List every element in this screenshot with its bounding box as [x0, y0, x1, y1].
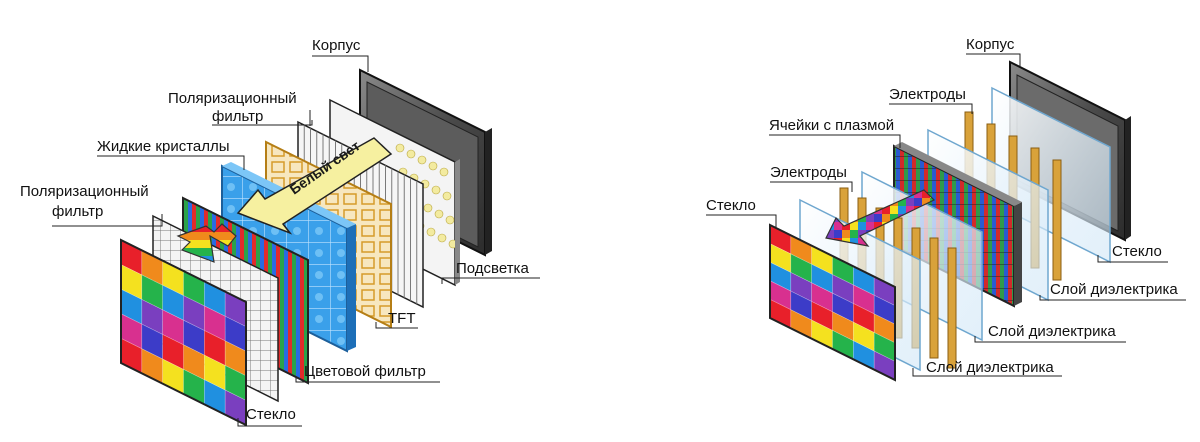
electrode-bar: [929, 237, 939, 359]
plasma-glass-front-layer: [769, 223, 896, 382]
backlight-lamp: [445, 215, 455, 225]
label-lcd-tft: TFT: [388, 310, 416, 327]
label-lcd-polarizer-back-line1: Поляризационный: [168, 90, 297, 107]
rainbow-arrow-cell: [922, 198, 930, 206]
backlight-lamp: [431, 185, 441, 195]
label-plasma-dielectric-2: Слой диэлектрика: [988, 323, 1116, 340]
lcd-glass-layer: [120, 238, 247, 427]
plasma-labels: Корпус Электроды Ячейки с плазмой Электр…: [706, 36, 1186, 377]
rainbow-arrow-cell: [834, 230, 842, 238]
backlight-lamp: [406, 149, 416, 159]
rainbow-arrow-cell: [866, 214, 874, 222]
rainbow-arrow-cell: [850, 198, 858, 206]
rainbow-arrow-cell: [874, 214, 882, 222]
label-lcd-color-filter: Цветовой фильтр: [304, 363, 426, 380]
backlight-lamp: [423, 203, 433, 213]
lcd-labels: Корпус Поляризационный фильтр Жидкие кри…: [20, 37, 540, 427]
electrode-bar: [947, 247, 957, 369]
lcd-diagram: Белый свет: [120, 68, 492, 427]
backlight-lamp: [395, 143, 405, 153]
plasma-diagram: [769, 60, 1131, 382]
backlight-lamp: [434, 209, 444, 219]
rainbow-arrow-cell: [866, 222, 874, 230]
label-lcd-polarizer-front-line1: Поляризационный: [20, 183, 149, 200]
rainbow-arrow-cell: [826, 230, 834, 238]
rainbow-arrow-cell: [218, 224, 226, 232]
rainbow-arrow-cell: [826, 190, 834, 198]
rainbow-arrow-cell: [850, 230, 858, 238]
rainbow-arrow-cell: [882, 206, 890, 214]
label-plasma-dielectric-3: Слой диэлектрика: [926, 359, 1054, 376]
rainbow-arrow-cell: [186, 248, 194, 256]
label-lcd-liquid-crystals: Жидкие кристаллы: [97, 138, 230, 155]
label-lcd-polarizer-back: Поляризационный фильтр: [168, 90, 301, 125]
rainbow-arrow-cell: [858, 222, 866, 230]
backlight-lamp: [437, 233, 447, 243]
rainbow-arrow-cell: [922, 190, 930, 198]
rainbow-arrow-cell: [210, 232, 218, 240]
rainbow-arrow-cell: [194, 232, 202, 240]
rainbow-arrow-cell: [850, 238, 858, 246]
rainbow-arrow-cell: [202, 248, 210, 256]
rainbow-arrow-cell: [226, 232, 234, 240]
rainbow-arrow-cell: [218, 232, 226, 240]
backlight-lamp: [439, 167, 449, 177]
rainbow-arrow-cell: [186, 240, 194, 248]
rainbow-arrow-cell: [906, 206, 914, 214]
label-plasma-glass-left: Стекло: [706, 197, 756, 214]
rainbow-arrow-cell: [898, 206, 906, 214]
rainbow-arrow-cell: [202, 232, 210, 240]
label-lcd-polarizer-front-line2: фильтр: [52, 203, 103, 220]
rainbow-arrow-cell: [898, 198, 906, 206]
rainbow-arrow-cell: [890, 214, 898, 222]
backlight-lamp: [442, 191, 452, 201]
rainbow-arrow-cell: [194, 248, 202, 256]
rainbow-arrow-cell: [850, 222, 858, 230]
label-lcd-polarizer-front: Поляризационный фильтр: [20, 183, 153, 220]
rainbow-arrow-cell: [850, 206, 858, 214]
rainbow-arrow-cell: [906, 198, 914, 206]
rainbow-arrow-cell: [834, 222, 842, 230]
rainbow-arrow-cell: [914, 190, 922, 198]
label-lcd-backlight: Подсветка: [456, 260, 529, 277]
rainbow-arrow-cell: [850, 190, 858, 198]
rainbow-arrow-cell: [178, 232, 186, 240]
rainbow-arrow-cell: [874, 222, 882, 230]
rainbow-arrow-cell: [202, 240, 210, 248]
backlight-lamp: [417, 155, 427, 165]
rainbow-arrow-cell: [842, 230, 850, 238]
label-plasma-housing: Корпус: [966, 36, 1015, 53]
label-lcd-glass: Стекло: [246, 406, 296, 423]
label-plasma-electrodes-left: Электроды: [770, 164, 847, 181]
backlight-lamp: [428, 161, 438, 171]
rainbow-arrow-cell: [842, 222, 850, 230]
rainbow-arrow-cell: [858, 230, 866, 238]
label-plasma-dielectric-1: Слой диэлектрика: [1050, 281, 1178, 298]
backlight-lamp: [426, 227, 436, 237]
rainbow-arrow-cell: [858, 238, 866, 246]
label-lcd-polarizer-back-line2: фильтр: [212, 108, 263, 125]
rainbow-arrow-cell: [826, 198, 834, 206]
rainbow-arrow-cell: [202, 224, 210, 232]
label-lcd-housing: Корпус: [312, 37, 361, 54]
rainbow-arrow-cell: [882, 214, 890, 222]
rainbow-arrow-cell: [234, 232, 236, 240]
electrode-bar: [1052, 159, 1062, 281]
label-plasma-electrodes-top: Электроды: [889, 86, 966, 103]
rainbow-arrow-cell: [194, 240, 202, 248]
label-plasma-glass-right: Стекло: [1112, 243, 1162, 260]
rainbow-arrow-cell: [914, 198, 922, 206]
rainbow-arrow-cell: [186, 232, 194, 240]
label-plasma-cells: Ячейки с плазмой: [769, 117, 894, 134]
rainbow-arrow-cell: [890, 206, 898, 214]
